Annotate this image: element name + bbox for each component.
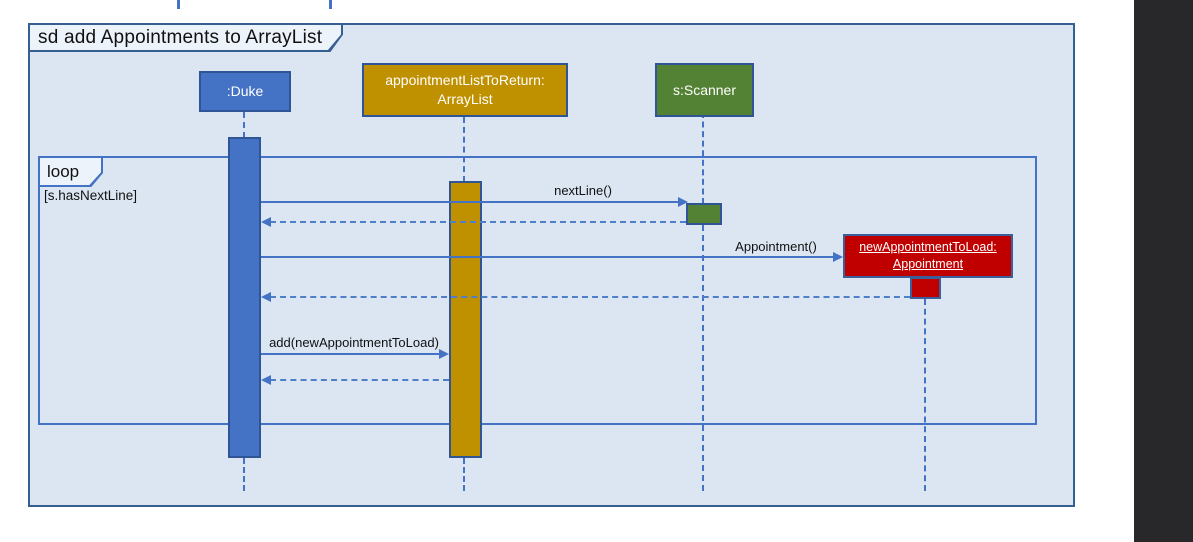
return-scanner-line [270,221,686,223]
loop-operator-tab: loop [38,156,103,187]
activation-new-appointment [910,277,941,299]
message-appointment-line [261,256,835,258]
participant-arraylist-label-line1: appointmentListToReturn: [385,72,545,89]
return-scanner-arrowhead [261,217,271,227]
loop-fragment-frame [38,156,1037,425]
message-add-label: add(newAppointmentToLoad) [269,335,439,350]
loop-operator-tab-fill: loop [40,158,101,185]
participant-arraylist-label-line2: ArrayList [437,91,493,107]
message-add-line [261,353,441,355]
lifeline-scanner-upper [702,112,704,204]
created-object-label-line1: newAppointmentToLoad: [859,240,997,255]
lifeline-duke-lower [243,458,245,491]
sd-frame-title-tab-fill: sd add Appointments to ArrayList [30,25,341,50]
message-appointment-label: Appointment() [735,239,817,254]
message-add-arrowhead [439,349,449,359]
lifeline-scanner-lower [702,225,704,491]
return-new-appointment-arrowhead [261,292,271,302]
participant-duke-label: :Duke [226,83,264,100]
created-object-label-line2: Appointment [892,257,964,271]
participant-duke: :Duke [199,71,291,112]
created-object-new-appointment: newAppointmentToLoad: Appointment [843,234,1013,278]
loop-guard-label: [s.hasNextLine] [44,188,138,203]
right-dark-panel [1134,0,1193,542]
lifeline-duke-upper [243,112,245,138]
message-appointment-arrowhead [833,252,843,262]
lifeline-arraylist-lower [463,458,465,491]
participant-arraylist: appointmentListToReturn: ArrayList [362,63,568,117]
lifeline-arraylist-upper [463,117,465,182]
activation-arraylist [449,181,482,458]
activation-scanner [686,203,722,225]
message-nextline-arrowhead [678,197,688,207]
return-new-appointment-line [270,296,910,298]
lifeline-new-appointment [924,299,926,491]
activation-duke [228,137,261,458]
return-arraylist-line [270,379,449,381]
message-nextline-label: nextLine() [554,183,612,198]
participant-scanner-label: s:Scanner [672,81,737,98]
cropped-lifeline-stub [329,0,332,9]
sd-frame-title-tab: sd add Appointments to ArrayList [28,23,343,52]
participant-scanner: s:Scanner [655,63,754,117]
cropped-lifeline-stub [177,0,180,9]
diagram-title: sd add Appointments to ArrayList [38,26,323,48]
message-nextline-line [261,201,679,203]
loop-operator-label: loop [47,161,80,181]
return-arraylist-arrowhead [261,375,271,385]
